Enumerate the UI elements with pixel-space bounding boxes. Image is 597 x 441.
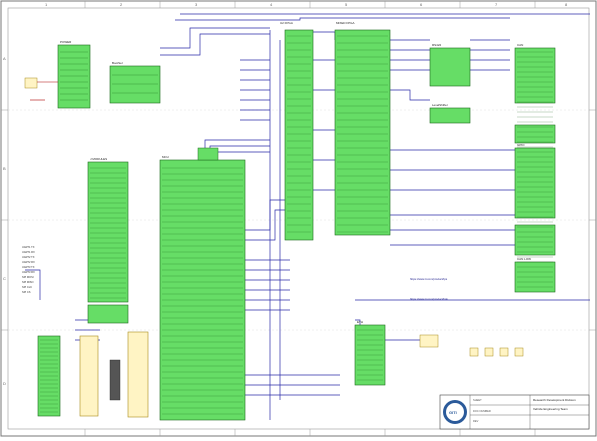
bottom-left-connectors [37,331,149,418]
svg-text:https://www.ti.com/product/tps: https://www.ti.com/product/tps [410,277,448,281]
svg-text:DOC NUMBER: DOC NUMBER [473,409,491,413]
svg-text:CAN: CAN [517,43,523,47]
col-3: 3 [195,2,198,7]
row-b: B [3,166,6,171]
svg-text:Vehicle Engineering Team: Vehicle Engineering Team [533,407,568,411]
title-block: GITI Research Development Division Vehic… [439,394,590,430]
power-block: POWER [24,40,91,109]
col-2: 2 [120,2,123,7]
rs422-block: RS422 LevelShifter [429,43,471,124]
uart-note: UART1 RX [22,250,35,254]
svg-text:POWER: POWER [60,40,72,44]
svg-text:MIXED FPGA: MIXED FPGA [336,21,355,25]
can-block: CAN GPIO CAN LOW [514,43,556,293]
svg-text:J MODULES: J MODULES [90,157,107,161]
col-6: 6 [420,2,423,7]
bootsel-block: BootSel [109,61,161,104]
uart-note: SPI MOSI [22,275,34,279]
uart-note: UART2 TX [22,255,35,259]
row-c: C [3,276,6,281]
col-7: 7 [495,2,498,7]
svg-text:GPIO: GPIO [517,143,525,147]
uart-note: SPI MISO [22,280,34,284]
svg-text:https://www.ti.com/product/lmk: https://www.ti.com/product/lmk [410,297,448,301]
uart-note: UART3 TX [22,265,35,269]
uart-note: UART1 TX [22,245,35,249]
col-5: 5 [345,2,348,7]
fpga-center-block: U2 FPGA [280,21,314,241]
column-labels: 1 2 3 4 5 6 7 8 A B C D [3,2,568,386]
svg-text:RS422: RS422 [432,43,442,47]
small-connectors [469,347,524,357]
uart-note: UART2 RX [22,260,35,264]
col-1: 1 [45,2,48,7]
svg-text:LevelShifter: LevelShifter [432,103,448,107]
row-d: D [3,381,6,386]
svg-text:SHEET: SHEET [473,398,482,402]
mcu-block: MCU [159,147,246,421]
svg-text:U2 FPGA: U2 FPGA [280,21,293,25]
datasheet-notes: https://www.ti.com/product/tps https://w… [410,277,448,301]
uart-note: SPI CS [22,290,31,294]
svg-text:CAN LOW: CAN LOW [517,257,531,261]
svg-text:MCU: MCU [162,155,169,159]
svg-text:REV: REV [473,419,479,423]
svg-text:GITI: GITI [449,410,457,415]
drawing-border [7,7,590,430]
eth-block: ETH [354,320,439,386]
uart-note: UART3 RX [22,270,35,274]
j-modules-block: J MODULES [87,157,129,324]
svg-text:BootSel: BootSel [112,61,123,65]
svg-text:ETH: ETH [357,320,363,324]
fpga-right-block: MIXED FPGA [334,21,391,236]
uart-note: SPI CLK [22,285,32,289]
col-4: 4 [270,2,273,7]
svg-text:Research Development Division: Research Development Division [533,398,576,402]
col-8: 8 [565,2,568,7]
row-a: A [3,56,6,61]
